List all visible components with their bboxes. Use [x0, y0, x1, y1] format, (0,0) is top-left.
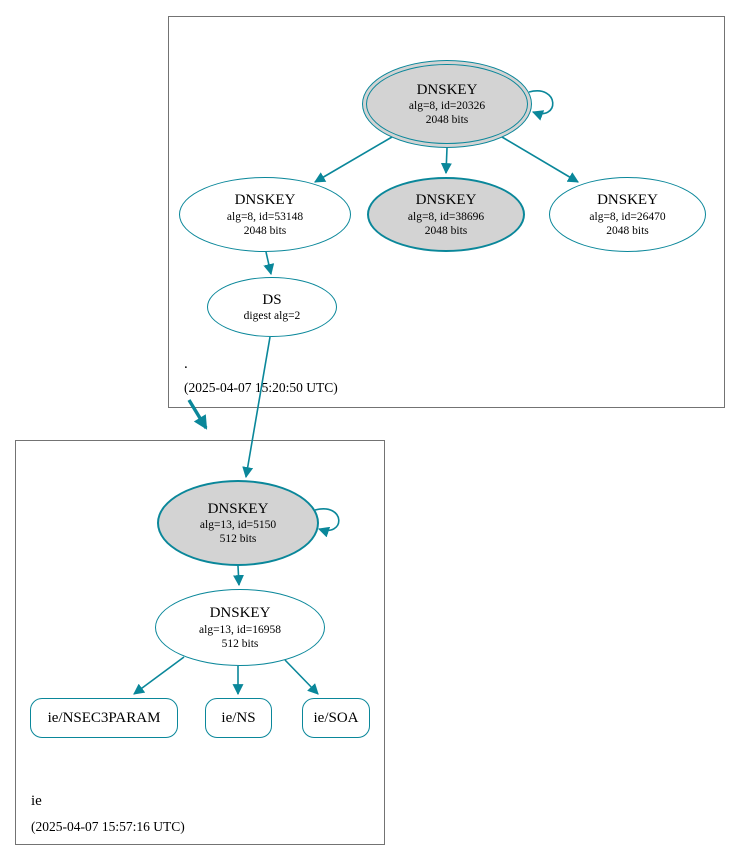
zone-box-ie	[15, 440, 385, 845]
dnskey-node-ie-ksk-5150[interactable]: DNSKEY alg=13, id=5150 512 bits	[157, 480, 319, 566]
node-detail-digest: digest alg=2	[243, 310, 301, 323]
node-title: DNSKEY	[415, 192, 477, 209]
dnskey-node-root-38696[interactable]: DNSKEY alg=8, id=38696 2048 bits	[367, 177, 525, 252]
rrset-node-ns[interactable]: ie/NS	[205, 698, 272, 738]
node-title: DNSKEY	[207, 500, 269, 517]
node-detail-bits: 2048 bits	[424, 224, 468, 237]
rrset-node-nsec3param[interactable]: ie/NSEC3PARAM	[30, 698, 178, 738]
node-detail-bits: 2048 bits	[243, 224, 287, 237]
rrset-label: ie/NS	[221, 709, 256, 726]
node-title: DNSKEY	[209, 605, 271, 622]
node-detail-alg-id: alg=8, id=38696	[407, 210, 485, 223]
rrset-label: ie/NSEC3PARAM	[47, 709, 161, 726]
node-detail-alg-id: alg=8, id=26470	[589, 210, 666, 223]
rrset-node-soa[interactable]: ie/SOA	[302, 698, 370, 738]
zone-timestamp-ie: (2025-04-07 15:57:16 UTC)	[31, 819, 185, 834]
zone-box-root	[168, 16, 725, 408]
dnskey-node-ie-zsk-16958[interactable]: DNSKEY alg=13, id=16958 512 bits	[155, 589, 325, 666]
dnskey-node-root-26470[interactable]: DNSKEY alg=8, id=26470 2048 bits	[549, 177, 706, 252]
node-detail-bits: 512 bits	[221, 637, 259, 650]
node-title: DNSKEY	[416, 81, 478, 98]
node-detail-bits: 2048 bits	[425, 114, 469, 127]
node-detail-alg-id: alg=13, id=16958	[199, 623, 281, 636]
zone-timestamp-root: (2025-04-07 15:20:50 UTC)	[184, 380, 338, 395]
rrset-label: ie/SOA	[313, 709, 359, 726]
node-detail-bits: 512 bits	[219, 533, 257, 546]
node-detail-alg-id: alg=13, id=5150	[199, 519, 277, 532]
node-detail-bits: 2048 bits	[606, 224, 649, 237]
node-detail-alg-id: alg=8, id=53148	[226, 210, 304, 223]
node-title: DS	[262, 291, 282, 308]
node-detail-alg-id: alg=8, id=20326	[408, 100, 486, 113]
node-title: DNSKEY	[597, 192, 658, 209]
zone-name-root: .	[184, 356, 188, 372]
zone-name-ie: ie	[31, 793, 42, 809]
dnskey-node-root-53148[interactable]: DNSKEY alg=8, id=53148 2048 bits	[179, 177, 351, 252]
dnskey-node-root-ksk-20326[interactable]: DNSKEY alg=8, id=20326 2048 bits	[362, 60, 532, 148]
ds-node[interactable]: DS digest alg=2	[207, 277, 337, 337]
node-title: DNSKEY	[234, 192, 296, 209]
